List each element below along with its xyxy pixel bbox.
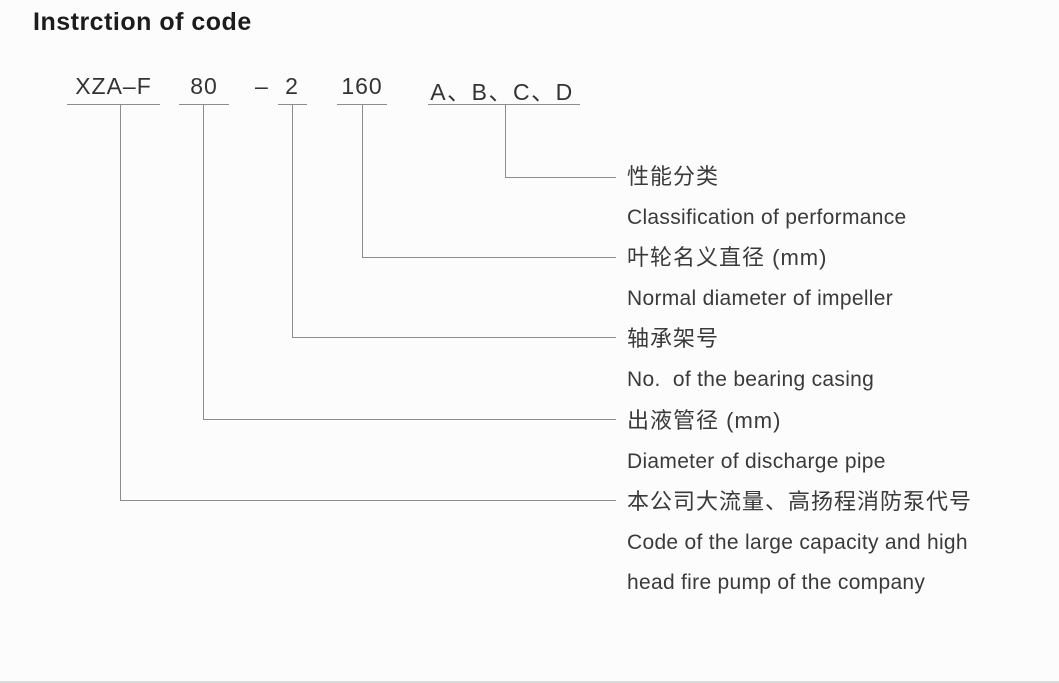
code-segment-performance-class: A、B、C、D — [430, 79, 574, 105]
label-zh-impeller-diameter: 叶轮名义直径 (mm) — [627, 245, 828, 270]
connector-vertical-bearing-no — [292, 105, 293, 337]
label-zh-performance-classification: 性能分类 — [627, 164, 720, 189]
label-zh-company-code: 本公司大流量、高扬程消防泵代号 — [627, 489, 973, 514]
label-zh-bearing-casing-no: 轴承架号 — [627, 326, 720, 351]
connector-vertical-impeller-diameter — [362, 105, 363, 257]
underline-series — [67, 104, 160, 105]
underline-bearing-no — [278, 104, 307, 105]
connector-horizontal-discharge-diameter — [203, 419, 616, 420]
connector-horizontal-performance-class — [505, 177, 616, 178]
label-en-discharge-pipe-diameter: Diameter of discharge pipe — [627, 450, 886, 473]
code-segment-series: XZA–F — [75, 73, 152, 99]
label-en-bearing-casing-no: No. of the bearing casing — [627, 368, 875, 391]
connector-horizontal-bearing-no — [292, 337, 616, 338]
label-en-impeller-diameter: Normal diameter of impeller — [627, 287, 894, 310]
label-en-performance-classification: Classification of performance — [627, 206, 907, 229]
label-en-company-code-line1: Code of the large capacity and high — [627, 531, 968, 554]
page-title: Instrction of code — [33, 8, 252, 36]
underline-performance-class — [428, 104, 580, 105]
connector-vertical-discharge-diameter — [203, 105, 204, 419]
label-en-company-code-line2: head fire pump of the company — [627, 571, 926, 594]
underline-impeller-diameter — [337, 104, 387, 105]
connector-vertical-performance-class — [505, 105, 506, 177]
bottom-divider — [0, 681, 1059, 683]
connector-vertical-series — [120, 105, 121, 500]
connector-horizontal-series — [120, 500, 616, 501]
label-zh-discharge-pipe-diameter: 出液管径 (mm) — [627, 408, 782, 433]
connector-horizontal-impeller-diameter — [362, 257, 616, 258]
code-segment-impeller-diameter: 160 — [341, 73, 383, 99]
underline-discharge-diameter — [179, 104, 229, 105]
code-segment-discharge-diameter: 80 — [190, 73, 218, 99]
code-segment-bearing-no: – 2 — [255, 73, 299, 99]
